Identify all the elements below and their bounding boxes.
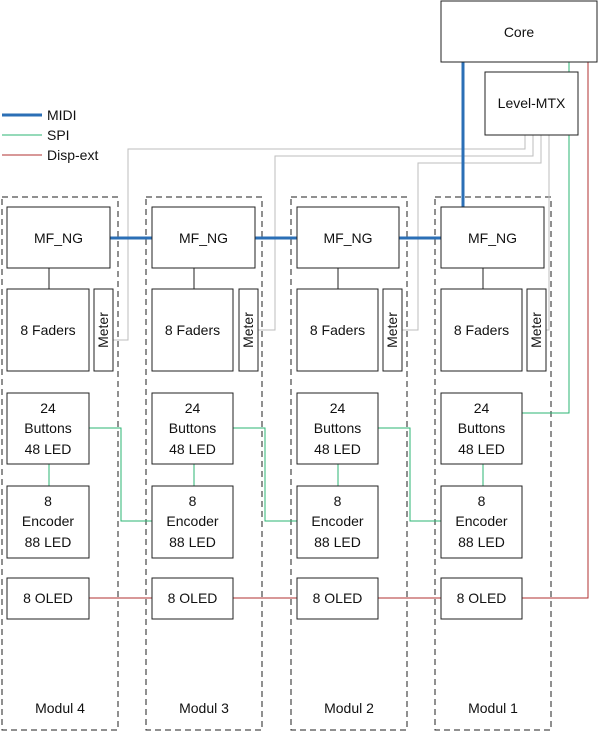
- oled-block: [151, 577, 234, 620]
- level-line-module-1: [546, 135, 550, 331]
- faders-block: [151, 288, 234, 372]
- encoder-label: Encoder: [455, 513, 507, 529]
- oled-label: 8 OLED: [313, 590, 363, 606]
- level-line-module-3: [258, 135, 534, 331]
- encoder-count: 8: [44, 493, 52, 509]
- meter-block: [526, 288, 547, 372]
- meter-label: Meter: [95, 312, 111, 348]
- buttons-led: 48 LED: [25, 441, 72, 457]
- faders-block: [296, 288, 379, 372]
- level-mtx-label: Level-MTX: [498, 95, 566, 111]
- module-4: MF_NG 8 Faders Meter 24 Buttons 48 LED 8…: [6, 206, 114, 716]
- legend-midi-label: MIDI: [47, 107, 77, 123]
- module-2: MF_NG 8 Faders Meter 24 Buttons 48 LED 8…: [296, 206, 403, 716]
- buttons-label: Buttons: [169, 420, 216, 436]
- meter-label: Meter: [240, 312, 256, 348]
- buttons-label: Buttons: [24, 420, 71, 436]
- spi-module-2-to-1: [378, 427, 441, 522]
- faders-block: [440, 288, 523, 372]
- meter-block: [93, 288, 114, 372]
- buttons-led: 48 LED: [314, 441, 361, 457]
- buttons-led: 48 LED: [458, 441, 505, 457]
- disp-lines: [89, 62, 589, 599]
- oled-block: [440, 577, 523, 620]
- encoder-count: 8: [334, 493, 342, 509]
- module-1: MF_NG 8 Faders Meter 24 Buttons 48 LED 8…: [440, 206, 547, 716]
- mf-ng-block: [6, 206, 111, 269]
- meter-block: [238, 288, 259, 372]
- core-label: Core: [504, 24, 535, 40]
- spi-lines: [48, 62, 570, 522]
- encoder-led: 88 LED: [169, 534, 216, 550]
- oled-block: [6, 577, 90, 620]
- mf-ng-block: [440, 206, 545, 269]
- faders-label: 8 Faders: [310, 322, 365, 338]
- buttons-block: [440, 392, 523, 465]
- encoder-block: [440, 485, 523, 559]
- internal-lines: [48, 268, 484, 289]
- mf-ng-label: MF_NG: [324, 230, 373, 246]
- module-3-frame: [145, 196, 263, 731]
- mf-ng-label: MF_NG: [468, 230, 517, 246]
- buttons-block: [6, 392, 90, 465]
- buttons-count: 24: [40, 400, 56, 416]
- module-name: Modul 3: [179, 700, 229, 716]
- encoder-label: Encoder: [311, 513, 363, 529]
- legend: MIDI SPI Disp-ext: [2, 107, 98, 163]
- faders-label: 8 Faders: [20, 322, 75, 338]
- encoder-led: 88 LED: [458, 534, 505, 550]
- encoder-label: Encoder: [22, 513, 74, 529]
- buttons-label: Buttons: [458, 420, 505, 436]
- module-1-frame: [434, 196, 552, 731]
- module-name: Modul 2: [324, 700, 374, 716]
- faders-label: 8 Faders: [454, 322, 509, 338]
- module-3: MF_NG 8 Faders Meter 24 Buttons 48 LED 8…: [151, 206, 259, 716]
- module-name: Modul 1: [468, 700, 518, 716]
- mf-ng-block: [151, 206, 256, 269]
- buttons-count: 24: [474, 400, 490, 416]
- encoder-led: 88 LED: [25, 534, 72, 550]
- oled-label: 8 OLED: [457, 590, 507, 606]
- encoder-block: [6, 485, 90, 559]
- encoder-label: Encoder: [166, 513, 218, 529]
- meter-block: [382, 288, 403, 372]
- buttons-label: Buttons: [314, 420, 361, 436]
- mf-ng-label: MF_NG: [179, 230, 228, 246]
- level-line-module-2: [402, 135, 542, 331]
- spi-level-mtx-to-module-1: [522, 135, 570, 414]
- buttons-led: 48 LED: [169, 441, 216, 457]
- oled-label: 8 OLED: [168, 590, 218, 606]
- meter-label: Meter: [384, 312, 400, 348]
- encoder-count: 8: [478, 493, 486, 509]
- level-lines: [113, 135, 550, 341]
- disp-module-1-to-core: [522, 62, 589, 599]
- legend-disp-label: Disp-ext: [47, 147, 98, 163]
- faders-block: [6, 288, 90, 372]
- midi-lines: [110, 62, 465, 240]
- buttons-block: [296, 392, 379, 465]
- oled-label: 8 OLED: [23, 590, 73, 606]
- core-block: [440, 0, 598, 63]
- mf-ng-block: [296, 206, 400, 269]
- level-mtx-block: [484, 71, 579, 136]
- oled-block: [296, 577, 379, 620]
- buttons-count: 24: [185, 400, 201, 416]
- faders-label: 8 Faders: [165, 322, 220, 338]
- encoder-block: [296, 485, 379, 559]
- encoder-count: 8: [189, 493, 197, 509]
- buttons-block: [151, 392, 234, 465]
- spi-module-4-to-3: [89, 427, 152, 522]
- meter-label: Meter: [528, 312, 544, 348]
- encoder-block: [151, 485, 234, 559]
- legend-spi-label: SPI: [47, 127, 70, 143]
- module-4-frame: [1, 196, 119, 731]
- module-2-frame: [290, 196, 408, 731]
- encoder-led: 88 LED: [314, 534, 361, 550]
- mf-ng-label: MF_NG: [34, 230, 83, 246]
- spi-module-3-to-2: [233, 427, 297, 522]
- buttons-count: 24: [330, 400, 346, 416]
- module-name: Modul 4: [35, 700, 85, 716]
- level-line-module-4: [113, 135, 526, 341]
